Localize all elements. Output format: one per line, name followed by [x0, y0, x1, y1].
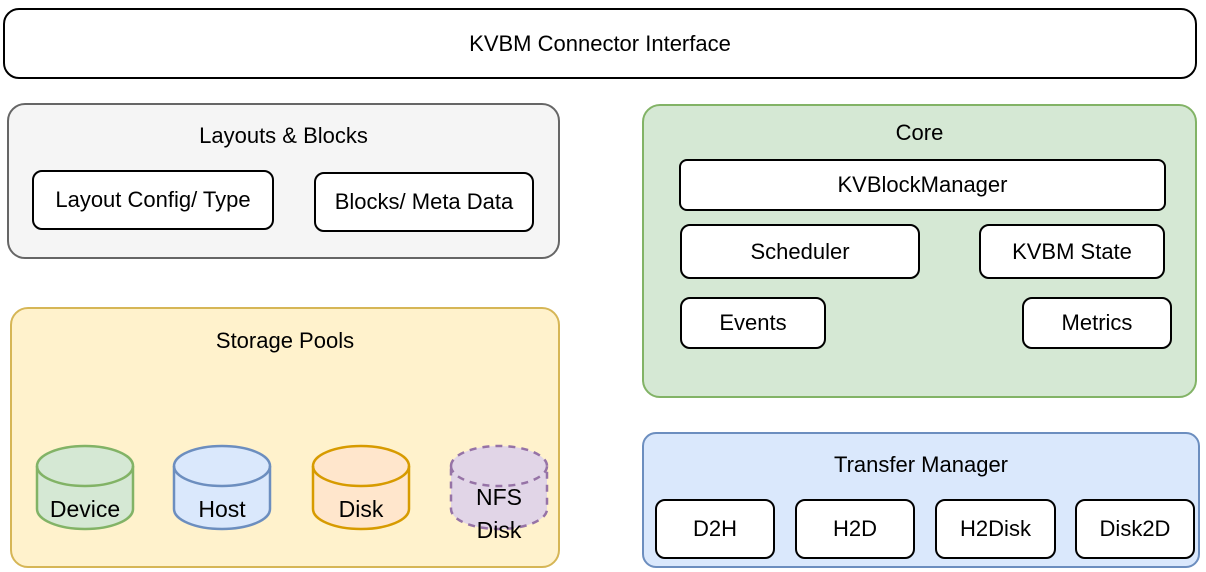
kvbm-state-label: KVBM State [1012, 238, 1132, 264]
h2disk-label: H2Disk [960, 516, 1031, 541]
connector-interface-box: KVBM Connector Interface [3, 8, 1197, 79]
disk-pool: Disk [311, 444, 411, 531]
connector-interface-label: KVBM Connector Interface [469, 30, 731, 56]
events-label: Events [719, 310, 787, 335]
h2d-label: H2D [832, 516, 877, 541]
d2h-box: D2H [655, 499, 775, 559]
storage-pools-section: Storage Pools Device Host Disk [10, 307, 560, 568]
transfer-manager-section: Transfer Manager D2H H2D H2Disk Disk2D [642, 432, 1200, 568]
h2d-box: H2D [795, 499, 915, 559]
device-label: Device [49, 496, 121, 522]
core-section: Core KVBlockManager Scheduler KVBM State… [642, 104, 1197, 398]
transfer-manager-title: Transfer Manager [833, 452, 1009, 477]
kvblockmanager-label: KVBlockManager [837, 172, 1008, 197]
scheduler-label: Scheduler [750, 238, 850, 264]
disk2d-box: Disk2D [1075, 499, 1195, 559]
layouts-blocks-title: Layouts & Blocks [199, 123, 368, 148]
h2disk-box: H2Disk [935, 499, 1056, 559]
layout-config-type-box: Layout Config/ Type [32, 170, 274, 230]
metrics-box: Metrics [1022, 297, 1172, 349]
nfs-disk-cylinder-icon [449, 444, 549, 531]
d2h-label: D2H [692, 516, 737, 541]
blocks-meta-data-label: Blocks/ Meta Data [334, 189, 514, 214]
scheduler-box: Scheduler [680, 224, 920, 279]
kvbm-state-box: KVBM State [979, 224, 1165, 279]
storage-pools-title: Storage Pools [215, 328, 355, 353]
device-cylinder-icon [35, 444, 135, 531]
nfs-disk-pool: NFS Disk [449, 444, 549, 543]
host-pool: Host [172, 444, 272, 531]
host-cylinder-icon [172, 444, 272, 531]
events-box: Events [680, 297, 826, 349]
metrics-label: Metrics [1061, 310, 1133, 335]
nfs-disk-label: NFS Disk [476, 484, 522, 543]
layouts-blocks-section: Layouts & Blocks Layout Config/ Type Blo… [7, 103, 560, 259]
blocks-meta-data-box: Blocks/ Meta Data [314, 172, 534, 232]
disk2d-label: Disk2D [1099, 516, 1171, 541]
kvblockmanager-box: KVBlockManager [679, 159, 1166, 211]
disk-cylinder-icon [311, 444, 411, 531]
core-title: Core [895, 120, 944, 145]
host-label: Host [198, 496, 246, 522]
disk-label: Disk [338, 496, 384, 522]
layout-config-type-label: Layout Config/ Type [55, 187, 251, 212]
device-pool: Device [35, 444, 135, 531]
